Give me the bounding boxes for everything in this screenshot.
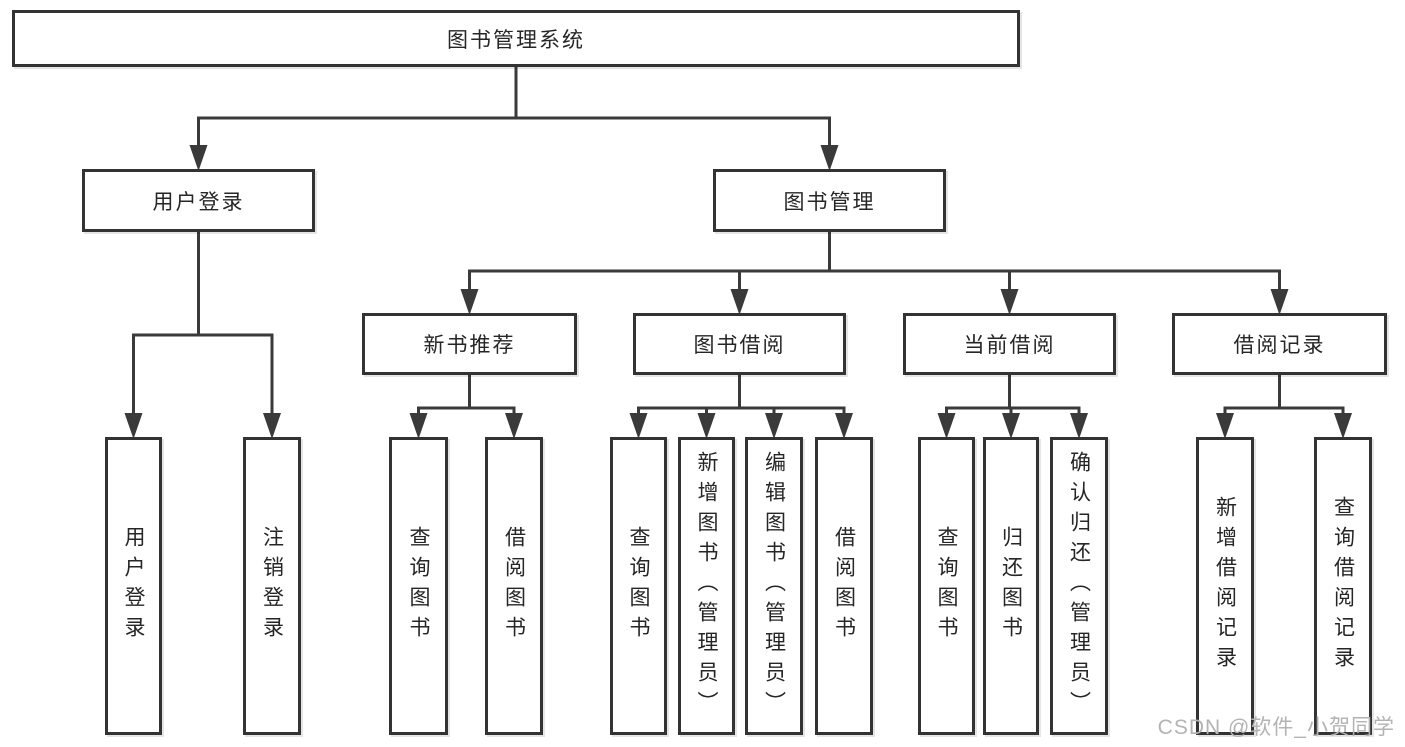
node-label: 用户登录 (152, 190, 245, 214)
node-label: 图书管理系统 (447, 28, 585, 52)
node-book-borrowing: 图书借阅 (633, 313, 846, 375)
node-label: 查询图书 (935, 526, 958, 646)
node-book-management: 图书管理 (713, 169, 946, 232)
node-label: 图书管理 (783, 190, 876, 214)
node-label: 查询借阅记录 (1331, 496, 1355, 676)
node-leaf-query-books: 查询图书 (389, 437, 448, 735)
node-label: 当前借阅 (963, 334, 1056, 357)
node-user-login: 用户登录 (82, 169, 315, 232)
node-leaf-confirm-return-admin: 确认归还（管理员） (1050, 437, 1108, 735)
node-leaf-edit-books-admin: 编辑图书（管理员） (745, 437, 803, 735)
node-label: 编辑图书（管理员） (762, 451, 786, 721)
node-leaf-return-books: 归还图书 (983, 437, 1039, 735)
node-label: 注销登录 (260, 526, 284, 646)
node-current-borrowing: 当前借阅 (903, 313, 1116, 375)
node-label: 借阅记录 (1233, 334, 1326, 357)
node-label: 查询图书 (407, 526, 430, 646)
node-borrowing-records: 借阅记录 (1172, 313, 1387, 375)
node-label: 新增借阅记录 (1213, 496, 1237, 676)
node-label: 归还图书 (999, 526, 1023, 646)
node-leaf-query-books: 查询图书 (918, 437, 975, 735)
node-label: 查询图书 (627, 526, 650, 646)
node-label: 借阅图书 (832, 526, 856, 646)
node-label: 图书借阅 (693, 334, 786, 357)
node-new-book-recommendation: 新书推荐 (362, 313, 577, 375)
node-label: 新增图书（管理员） (695, 451, 718, 721)
node-label: 确认归还（管理员） (1067, 451, 1091, 721)
watermark: CSDN @软件_小贺同学 (1157, 716, 1395, 739)
node-leaf-borrow-books: 借阅图书 (485, 437, 543, 735)
node-label: 新书推荐 (423, 334, 516, 357)
node-leaf-query-borrow-record: 查询借阅记录 (1314, 437, 1372, 735)
node-leaf-user-login: 用户登录 (105, 437, 162, 735)
node-leaf-add-books-admin: 新增图书（管理员） (678, 437, 735, 735)
node-leaf-logout: 注销登录 (243, 437, 301, 735)
node-leaf-add-borrow-record: 新增借阅记录 (1196, 437, 1254, 735)
node-label: 用户登录 (122, 526, 145, 646)
node-leaf-query-books: 查询图书 (610, 437, 667, 735)
node-label: 借阅图书 (502, 526, 526, 646)
node-library-management-system: 图书管理系统 (12, 10, 1020, 67)
node-leaf-borrow-books: 借阅图书 (815, 437, 873, 735)
